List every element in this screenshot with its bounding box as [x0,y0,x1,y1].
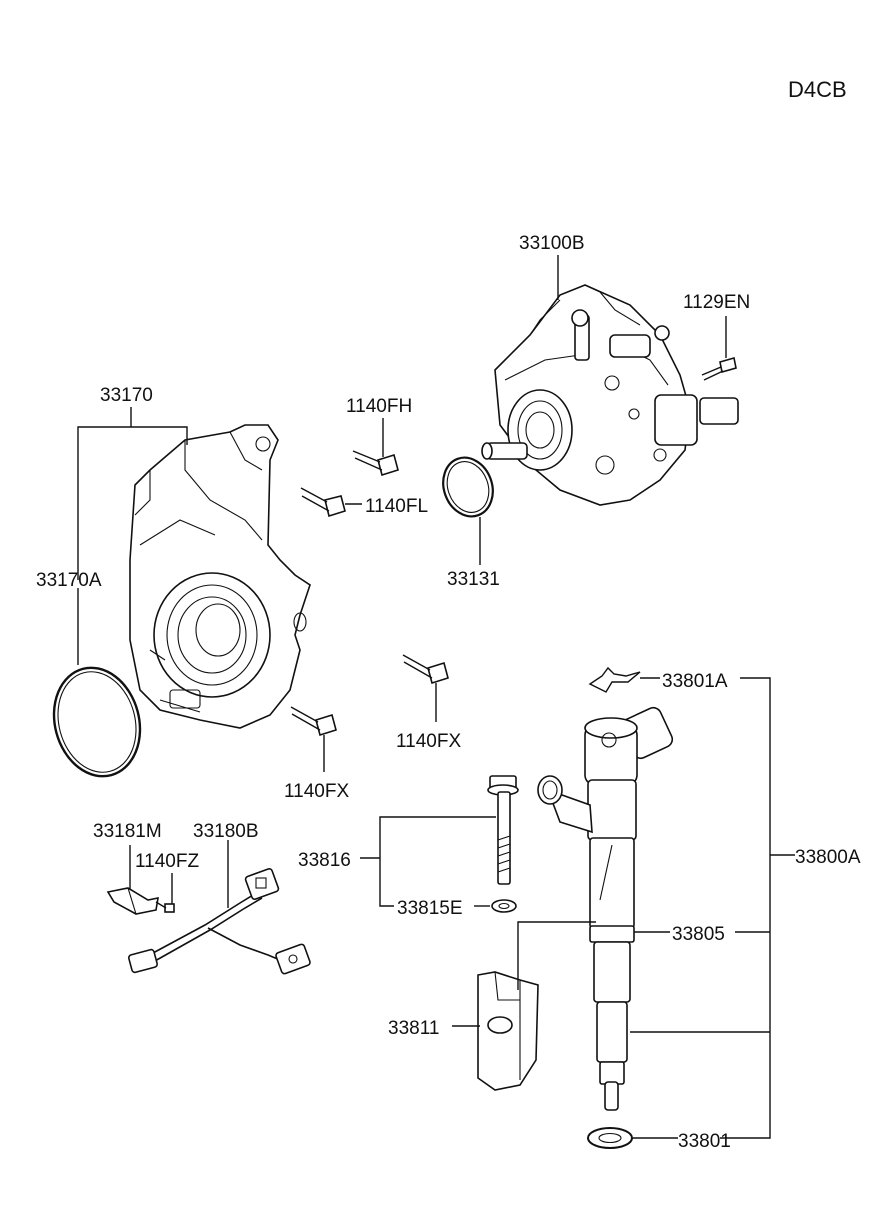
part-label-1140FX-a: 1140FX [396,731,461,752]
part-label-33170A: 33170A [36,570,102,591]
bracket-33181M [106,887,159,915]
part-label-1140FX-b: 1140FX [284,781,349,802]
washer-33801 [587,1127,633,1149]
bolt-1140FX-a [402,654,449,685]
part-label-33805: 33805 [672,924,725,945]
part-label-1140FZ: 1140FZ [135,851,199,872]
high-pressure-pump [481,284,739,506]
part-label-33181M: 33181M [93,821,162,842]
wiring-harness [127,867,311,975]
part-label-33815E: 33815E [397,898,463,919]
bolt-1129EN [701,356,737,381]
bolt-1140FZ [155,901,175,913]
o-ring-33131 [442,456,494,518]
part-label-1129EN: 1129EN [683,292,750,313]
part-label-33801A: 33801A [662,671,728,692]
washer-33815E [491,899,517,913]
part-label-1140FH: 1140FH [346,396,412,417]
bolt-1140FL [300,487,346,518]
pump-housing-cover [129,424,311,729]
part-label-33800A: 33800A [795,847,861,868]
part-label-33100B: 33100B [519,233,585,254]
part-label-33801: 33801 [678,1131,731,1152]
part-label-1140FL: 1140FL [365,496,428,517]
bolt-33816 [487,775,519,885]
bolt-1140FX-b [290,706,337,737]
engine-code: D4CB [788,77,847,102]
injector-clamp [477,971,539,1091]
part-label-33180B: 33180B [193,821,259,842]
part-label-33170: 33170 [100,385,153,406]
part-label-33816: 33816 [298,850,351,871]
o-ring-33170A [52,666,142,778]
bolt-1140FH [352,450,399,477]
injector [537,706,674,1111]
clip-33801A [588,666,641,693]
part-label-33131: 33131 [447,569,500,590]
part-label-33811: 33811 [388,1018,439,1039]
